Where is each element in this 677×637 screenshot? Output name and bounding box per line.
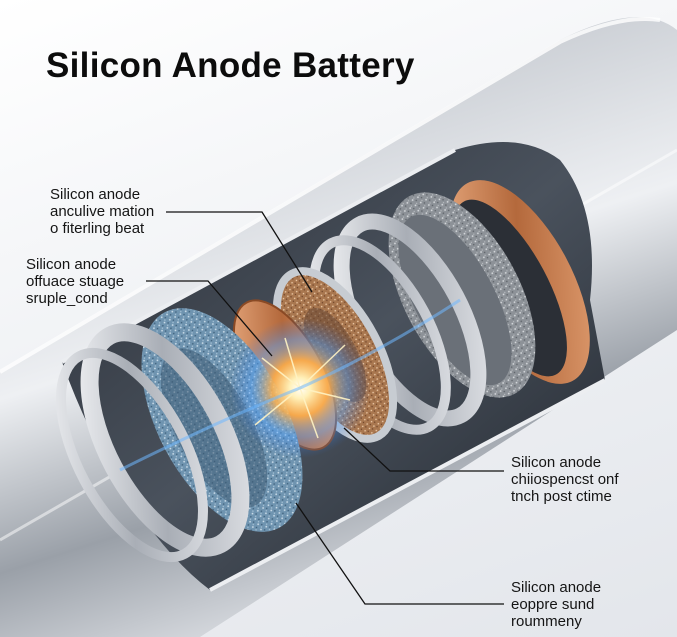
callout-4: Silicon anode eoppre sund roummeny <box>511 579 601 630</box>
page-title: Silicon Anode Battery <box>46 46 415 85</box>
callout-2-line1: offuace stuage <box>26 273 125 290</box>
callout-4-line2: roummeny <box>511 613 582 630</box>
callout-3-heading: Silicon anode <box>511 454 602 471</box>
leader-line-3 <box>343 427 504 472</box>
callout-1-line1: anculive mation <box>50 203 155 220</box>
callout-1-line2: o fiterling beat <box>50 220 145 237</box>
callout-2-heading: Silicon anode <box>26 256 117 273</box>
callout-4-heading: Silicon anode <box>511 579 602 596</box>
leader-line-4 <box>295 502 504 605</box>
callout-2: Silicon anode offuace stuage sruple_cond <box>26 256 124 307</box>
energy-sparks <box>254 337 351 439</box>
callout-3-line2: tnch post ctime <box>511 488 612 505</box>
callout-4-line1: eoppre sund <box>511 596 595 613</box>
callout-3-line1: chiiospencst onf <box>511 471 619 488</box>
leader-line-1 <box>166 211 313 293</box>
callout-1-heading: Silicon anode <box>50 186 141 203</box>
leader-line-2 <box>146 280 273 357</box>
front-ring <box>80 323 250 557</box>
front-ring <box>56 347 208 563</box>
callout-1: Silicon anode anculive mation o fiterlin… <box>50 186 154 237</box>
callout-3: Silicon anode chiiospencst onf tnch post… <box>511 454 619 505</box>
callout-2-line2: sruple_cond <box>26 290 108 307</box>
